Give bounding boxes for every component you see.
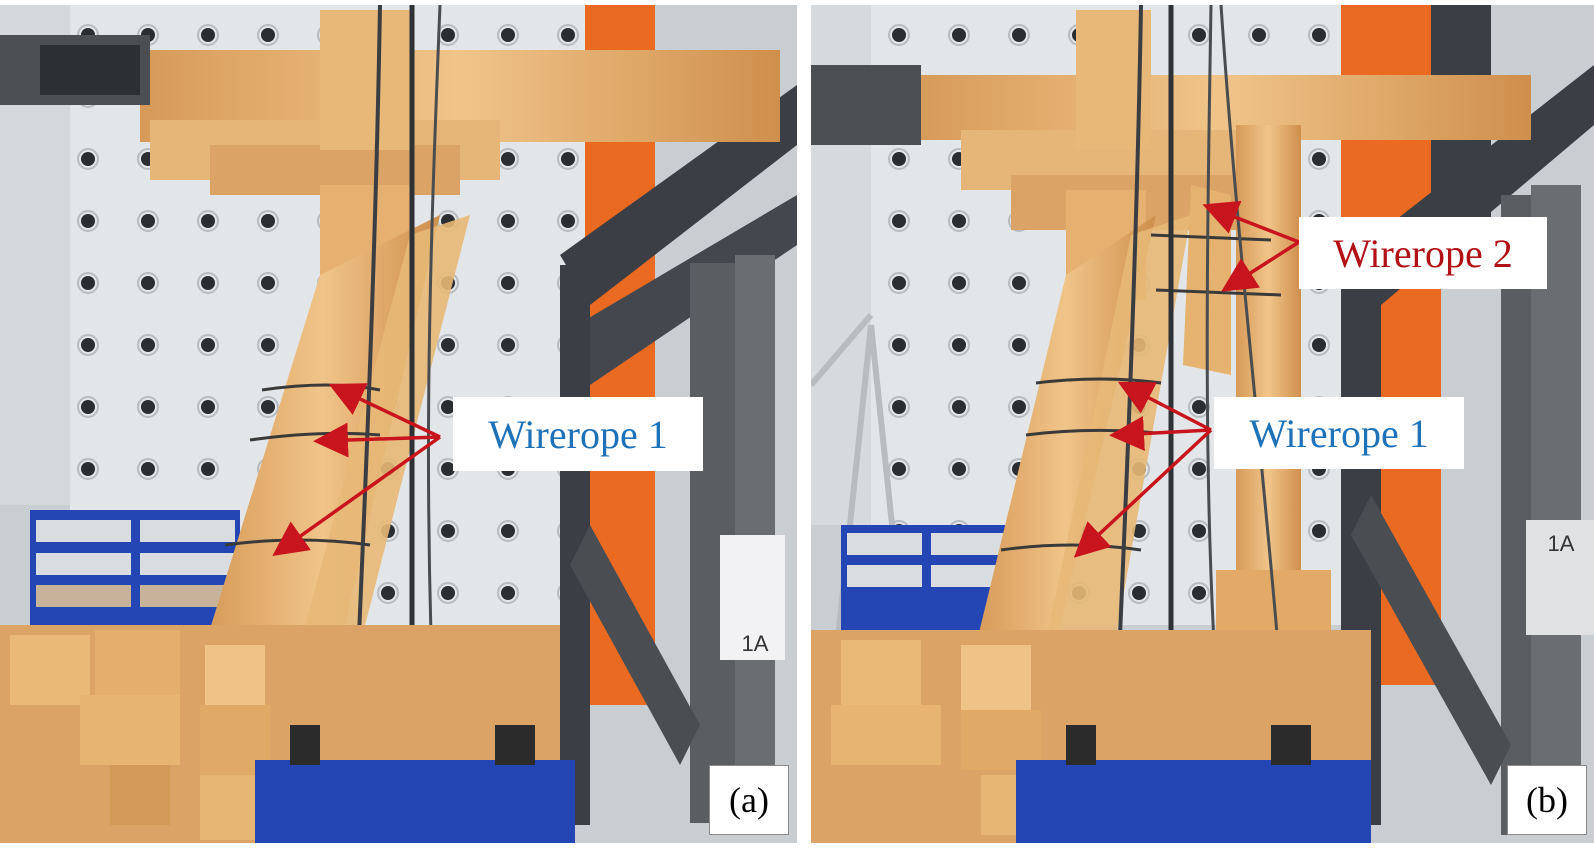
photo-a-scene — [0, 5, 797, 843]
panel-tag: (a) — [709, 765, 789, 835]
arrow-line — [1073, 428, 1213, 558]
photo-panel-a: 1A Wirerope 1 (a) — [0, 5, 797, 843]
arrow-line — [328, 383, 441, 439]
callout-wirerope-1: Wirerope 1 — [1214, 397, 1464, 469]
arrow-line — [272, 435, 442, 557]
arrow-line — [1202, 200, 1300, 244]
arrow-line — [1117, 381, 1212, 432]
callout-wirerope-2: Wirerope 2 — [1299, 217, 1547, 289]
column-sign-label: 1A — [741, 631, 769, 656]
photo-b-scene — [811, 5, 1594, 843]
panel-tag: (b) — [1507, 765, 1587, 835]
photo-panel-b: 1A Wirerope 2 Wirerope 1 (b) — [811, 5, 1594, 843]
arrow-line — [313, 422, 441, 458]
arrow-line — [1221, 240, 1300, 292]
arrow-line — [1109, 416, 1212, 452]
column-sign-label: 1A — [1547, 531, 1575, 556]
callout-wirerope-1: Wirerope 1 — [453, 397, 703, 471]
